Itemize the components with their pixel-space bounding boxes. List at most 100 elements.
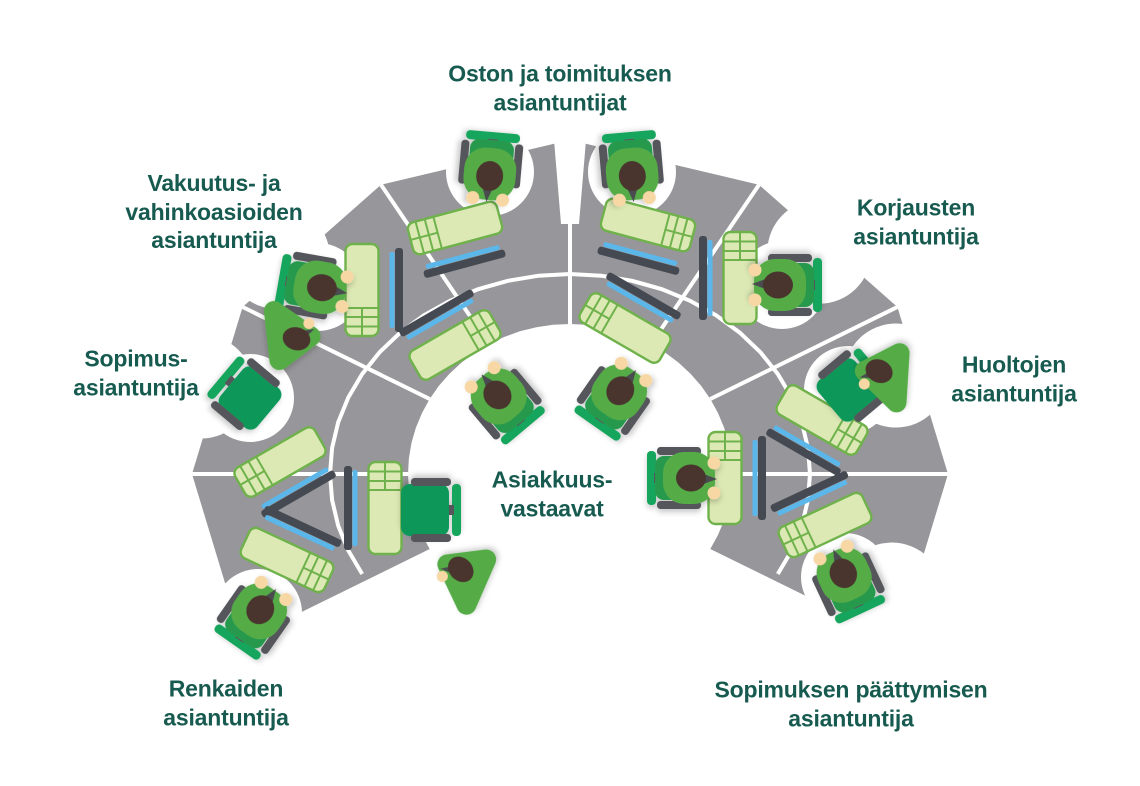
label-repairs-expert: Korjausten asiantuntija: [853, 194, 979, 249]
label-tires-expert: Renkaiden asiantuntija: [163, 675, 289, 730]
monitor-screen: [425, 245, 500, 269]
chair-armrest: [468, 403, 501, 440]
hair: [306, 274, 337, 302]
seated-person-icon: [458, 130, 524, 207]
monitor-screen: [777, 480, 848, 516]
label-contract-ending-expert: Sopimuksen päättymisen asiantuntija: [714, 676, 988, 731]
chair-armrest: [854, 393, 888, 423]
monitor-icon: [399, 289, 474, 337]
hand: [707, 456, 721, 470]
chair-armrest: [510, 368, 542, 405]
monitor-icon: [766, 428, 841, 476]
label-account-managers: Asiakkuus- vastaavat: [491, 466, 613, 521]
desk-set: [707, 430, 766, 526]
monitor-icon: [395, 248, 403, 332]
label-insurance-damage-expert: Vakuutus- ja vahinkoasioiden asiantuntij…: [125, 170, 303, 254]
seated-person-icon: [274, 251, 354, 320]
monitor-screen: [603, 242, 678, 266]
hair: [618, 160, 646, 191]
hair: [282, 327, 311, 351]
hair: [447, 556, 474, 583]
desk-set: [699, 230, 758, 326]
top-gap: [553, 128, 587, 224]
hair: [606, 376, 635, 406]
hand: [840, 539, 854, 553]
hair: [763, 271, 793, 299]
monitor-screen: [264, 515, 335, 551]
chair-armrest: [216, 585, 246, 624]
hand: [303, 317, 315, 329]
chair-back: [207, 356, 245, 399]
monitor-screen: [406, 298, 474, 340]
desk-set: [597, 197, 697, 275]
hand: [496, 193, 510, 207]
chair-armrest: [411, 534, 451, 542]
monitor-screen: [707, 240, 713, 316]
hand: [748, 263, 762, 277]
chair-armrest: [812, 575, 836, 617]
hand: [254, 575, 268, 589]
chair-armrest: [283, 304, 328, 320]
chair-armrest: [576, 366, 606, 405]
empty-chair-icon: [401, 478, 461, 542]
chair-armrest: [246, 358, 280, 388]
chair-armrest: [210, 401, 244, 431]
desk-pad: [233, 426, 327, 498]
monitor-screen: [261, 467, 329, 509]
monitor-screen: [352, 470, 358, 546]
chair-armrest: [818, 350, 852, 380]
monitor-icon: [597, 246, 680, 275]
seated-person-icon: [812, 539, 886, 624]
hand: [639, 373, 653, 387]
hand: [340, 270, 354, 284]
monitor-screen: [752, 440, 758, 516]
hand: [487, 361, 501, 375]
standing-person-icon: [854, 343, 910, 413]
monitor-icon: [758, 436, 766, 520]
monitor-screen: [773, 425, 841, 467]
hair: [246, 595, 275, 625]
hand: [436, 570, 448, 582]
standing-person-icon: [263, 300, 321, 371]
monitor-icon: [770, 471, 849, 512]
seated-person-icon: [574, 356, 653, 441]
chair-armrest: [621, 397, 651, 435]
seated-person-icon: [647, 447, 721, 509]
label-maintenance-expert: Huoltojen asiantuntija: [951, 351, 1077, 406]
monitor-icon: [699, 236, 707, 320]
hand: [748, 293, 762, 307]
seated-person-icon: [598, 130, 664, 207]
hand: [707, 486, 721, 500]
hand: [335, 299, 349, 313]
chair-armrest: [261, 616, 291, 654]
seated-person-icon: [464, 361, 545, 445]
monitor-icon: [261, 470, 336, 518]
chair-back: [834, 595, 886, 624]
hand: [642, 191, 656, 205]
chair-seat: [401, 484, 449, 536]
seated-person-icon: [214, 575, 293, 660]
hair: [476, 160, 504, 191]
desk-set: [578, 272, 681, 364]
hand: [466, 191, 480, 205]
seated-person-icon: [748, 254, 822, 316]
chair-back: [452, 484, 461, 536]
hand: [813, 552, 827, 566]
monitor-icon: [344, 466, 352, 550]
hand: [858, 378, 870, 390]
monitor-icon: [423, 249, 506, 278]
chair-back: [500, 406, 545, 445]
desk-set: [770, 471, 873, 559]
monitor-icon: [263, 506, 342, 547]
label-purchasing-delivery-experts: Oston ja toimituksen asiantuntijat: [448, 60, 672, 115]
chair-seat: [218, 366, 282, 430]
desk-set: [344, 242, 403, 338]
chair-armrest: [411, 478, 451, 486]
mid-divider-line: [327, 271, 813, 576]
hand: [614, 356, 628, 370]
desk-set: [233, 426, 336, 518]
hand: [464, 380, 478, 394]
hair: [829, 558, 858, 589]
empty-chair-icon: [207, 356, 282, 431]
